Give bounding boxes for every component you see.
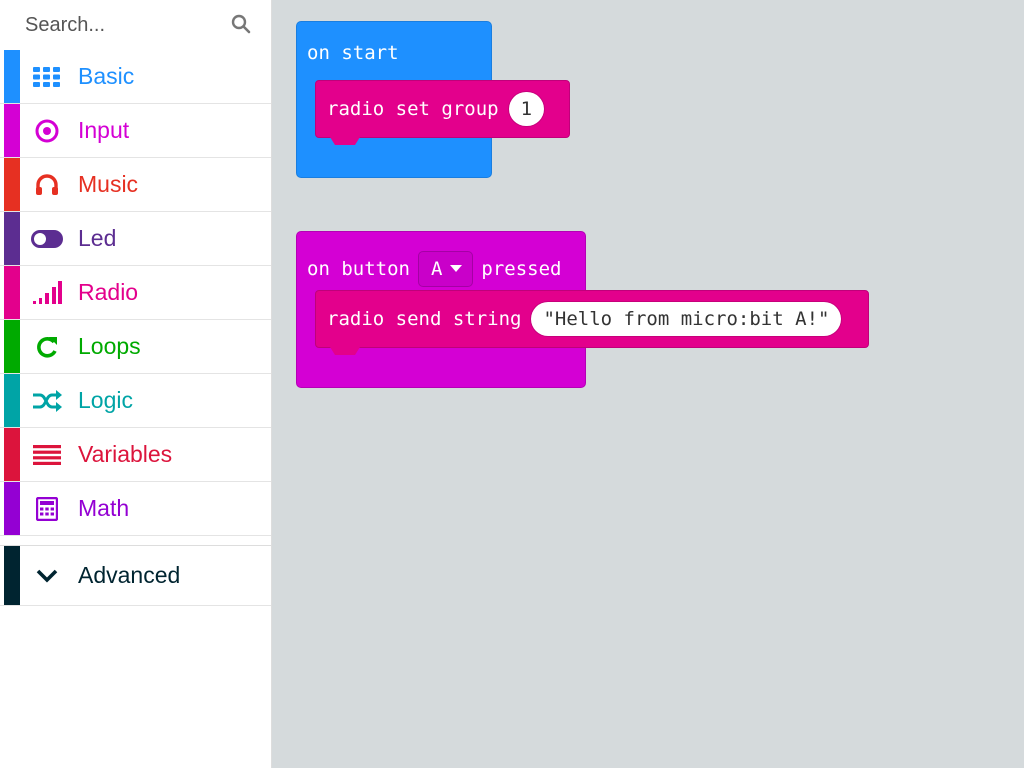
category-label: Basic [78,63,135,89]
radio-set-group-label: radio set group [327,98,499,120]
pressed-label: pressed [481,258,562,280]
category-color-stripe [4,266,20,319]
category-label: Input [78,117,130,143]
category-color-stripe [4,320,20,373]
category-label: Advanced [78,562,181,588]
button-select-value: A [430,258,443,280]
category-led[interactable]: Led [0,212,271,266]
refresh-icon [31,334,63,360]
category-color-stripe [4,428,20,481]
category-input[interactable]: Input [0,104,271,158]
grid-icon [31,64,63,90]
category-color-stripe [4,104,20,157]
chevron-down-icon [31,563,63,589]
category-color-stripe [4,50,20,103]
category-color-stripe [4,374,20,427]
category-color-stripe [4,158,20,211]
headphones-icon [31,172,63,198]
list-icon [31,442,63,468]
category-music[interactable]: Music [0,158,271,212]
category-advanced[interactable]: Advanced [0,546,271,606]
category-radio[interactable]: Radio [0,266,271,320]
toggle-icon [31,226,63,252]
category-label: Variables [78,441,173,467]
on-start-label: on start [307,42,399,64]
category-math[interactable]: Math [0,482,271,536]
toolbox: Basic Input Music [0,0,272,768]
shuffle-icon [31,388,63,414]
category-label: Music [78,171,139,197]
category-basic[interactable]: Basic [0,50,271,104]
category-label: Loops [78,333,141,359]
radio-set-group-block[interactable]: radio set group 1 [315,80,570,138]
caret-down-icon [450,265,463,272]
signal-bars-icon [31,280,63,306]
category-separator [0,536,271,546]
string-input[interactable]: "Hello from micro:bit A!" [531,302,842,336]
category-logic[interactable]: Logic [0,374,271,428]
target-icon [31,118,63,144]
category-color-stripe [4,546,20,605]
calculator-icon [31,496,63,522]
category-color-stripe [4,482,20,535]
category-loops[interactable]: Loops [0,320,271,374]
blocks-workspace[interactable]: on start radio set group 1 on button A p… [272,0,1024,768]
toolbox-search [0,0,271,50]
category-label: Logic [78,387,133,413]
search-icon[interactable] [231,14,251,34]
category-label: Radio [78,279,139,305]
radio-send-string-block[interactable]: radio send string "Hello from micro:bit … [315,290,869,348]
radio-send-string-label: radio send string [327,308,522,330]
category-label: Math [78,495,130,521]
category-color-stripe [4,212,20,265]
on-button-label: on button [307,258,410,280]
category-label: Led [78,225,117,251]
category-variables[interactable]: Variables [0,428,271,482]
block-notch [330,137,360,145]
block-notch [330,347,360,355]
search-input[interactable] [0,0,270,50]
group-number-input[interactable]: 1 [508,92,545,126]
button-select-dropdown[interactable]: A [417,251,474,287]
